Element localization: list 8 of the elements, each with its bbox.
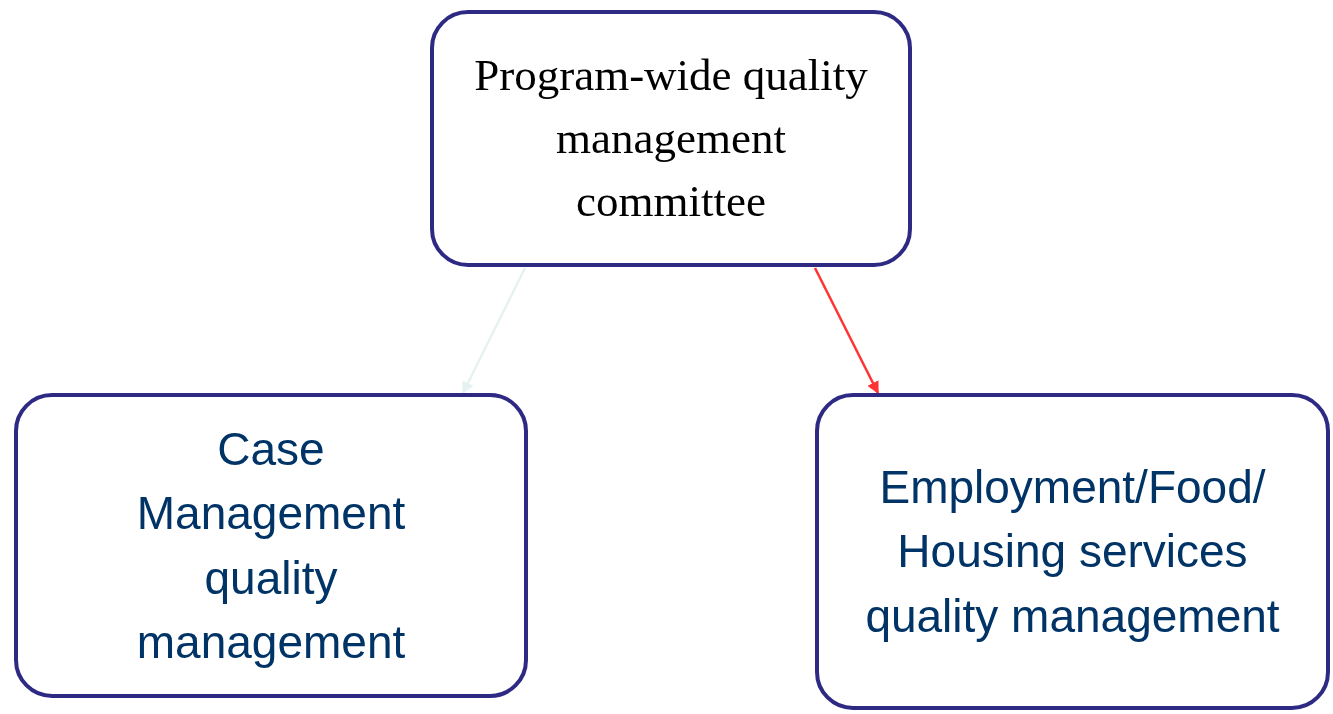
rounded-box [430,10,912,267]
arrow [461,267,527,395]
node-label: Case Management quality management [135,421,407,670]
node-label: Program-wide quality management committee [473,49,869,228]
rounded-box [14,393,528,698]
node-label: Employment/Food/ Housing services quality management [864,459,1281,644]
arrow [813,267,880,395]
rounded-box [815,393,1330,710]
